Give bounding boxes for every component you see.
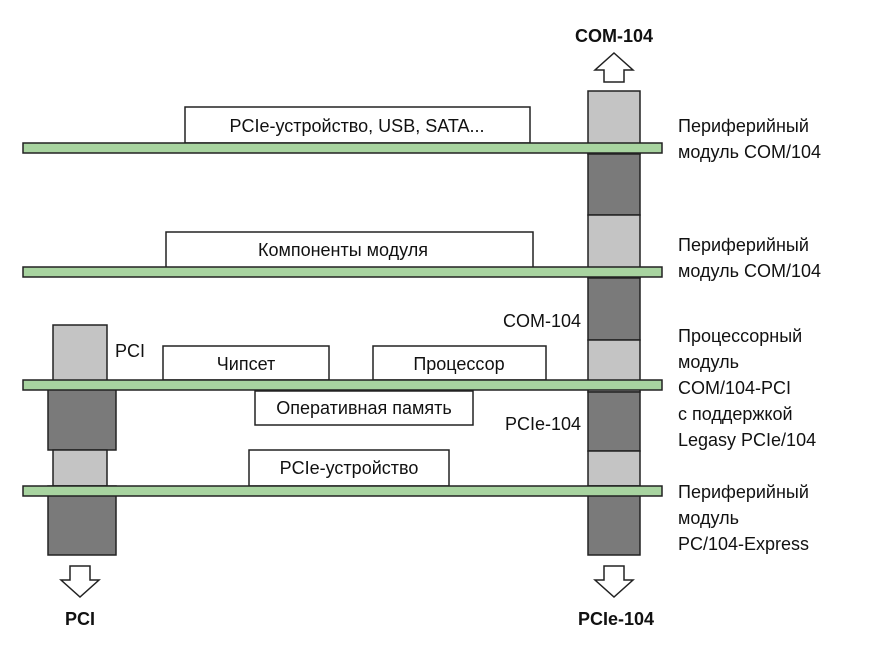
board4-desc-line1: Периферийный xyxy=(678,482,809,502)
left-col-seg-1 xyxy=(52,324,108,386)
board2-desc-line2: модуль COM/104 xyxy=(678,261,821,281)
board3-desc-line5: Legasy PCIe/104 xyxy=(678,430,816,450)
right-col-seg-4 xyxy=(587,277,641,341)
board-1 xyxy=(22,142,663,154)
arrows xyxy=(59,51,635,599)
ram-text: Оперативная память xyxy=(276,398,451,418)
bottom-right-connector-label: PCIe-104 xyxy=(578,609,654,629)
left-col-seg-4 xyxy=(47,485,117,556)
right-connector-column xyxy=(587,90,641,556)
board3-desc-line1: Процессорный xyxy=(678,326,802,346)
bottom-left-connector-label: PCI xyxy=(65,609,95,629)
right-col-seg-2 xyxy=(587,153,641,216)
board1-component-text: PCIe-устройство, USB, SATA... xyxy=(229,116,484,136)
ram-box xyxy=(254,390,474,426)
left-col-seg-2 xyxy=(47,384,117,451)
up-arrow-icon xyxy=(593,51,635,83)
board1-component-box xyxy=(184,106,531,144)
down-arrow-icon-left xyxy=(59,565,101,599)
board-2 xyxy=(22,266,663,278)
board-3 xyxy=(22,379,663,391)
right-col-seg-6 xyxy=(587,391,641,452)
chipset-box xyxy=(162,345,330,381)
board-4 xyxy=(22,485,663,497)
right-col-seg-8 xyxy=(587,485,641,556)
left-col-seg-3 xyxy=(52,449,108,487)
board3-desc-line3: COM/104-PCI xyxy=(678,378,791,398)
component-boxes xyxy=(162,106,547,487)
board2-desc-line1: Периферийный xyxy=(678,235,809,255)
boards xyxy=(22,142,663,497)
board3-desc-line2: модуль xyxy=(678,352,739,372)
com104-mid-label: COM-104 xyxy=(503,311,581,331)
pcie104-mid-label: PCIe-104 xyxy=(505,414,581,434)
processor-text: Процессор xyxy=(413,354,504,374)
board3-desc-line4: с поддержкой xyxy=(678,404,793,424)
left-connector-column xyxy=(47,324,117,556)
board4-desc-line3: PC/104-Express xyxy=(678,534,809,554)
top-connector-label: COM-104 xyxy=(575,26,653,46)
board2-component-text: Компоненты модуля xyxy=(258,240,428,260)
chipset-text: Чипсет xyxy=(217,354,275,374)
board1-desc-line1: Периферийный xyxy=(678,116,809,136)
pci-side-label: PCI xyxy=(115,341,145,361)
right-col-seg-7 xyxy=(587,450,641,487)
board1-desc-line2: модуль COM/104 xyxy=(678,142,821,162)
board4-desc-line2: модуль xyxy=(678,508,739,528)
board4-component-text: PCIe-устройство xyxy=(280,458,419,478)
down-arrow-icon-right xyxy=(593,565,635,599)
board2-component-box xyxy=(165,231,534,269)
